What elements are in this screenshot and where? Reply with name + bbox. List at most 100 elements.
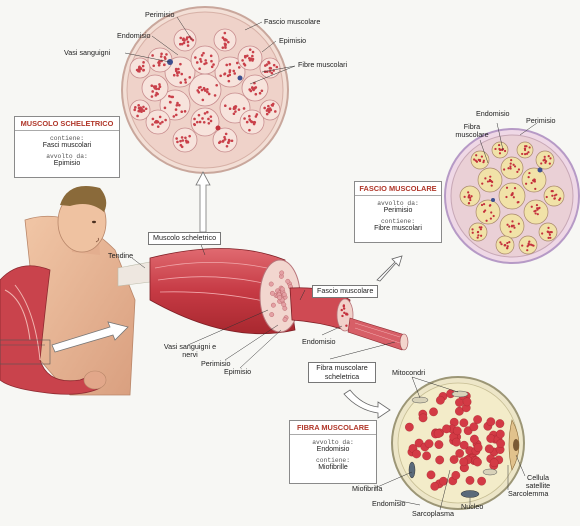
arrow-to-fiber <box>343 389 391 419</box>
box-value-avvolto: Epimisio <box>53 160 81 167</box>
fiber-dot <box>171 95 175 99</box>
fiber-dot <box>205 61 208 65</box>
fiber-dot <box>228 63 232 66</box>
box-value-contiene: Fibre muscolari <box>374 225 422 232</box>
myofibril <box>434 440 444 449</box>
fiber-dot <box>230 139 234 143</box>
blood-vessel-icon <box>537 167 543 173</box>
fiber-dot <box>265 112 269 116</box>
fiber-dot <box>202 51 205 55</box>
fiber-dot <box>248 58 252 62</box>
label-vasi-sanguigni-top: Vasi sanguigni <box>64 48 111 57</box>
fibers-group <box>459 141 565 255</box>
myofibril-dot <box>504 244 507 247</box>
myofibril-dot <box>485 219 488 222</box>
fascicle-end <box>279 270 285 276</box>
nucleus-icon <box>460 490 480 498</box>
fiber-dot <box>197 91 201 94</box>
myofibril-dot <box>549 236 552 239</box>
fiber-dot <box>163 63 166 67</box>
myofibril <box>433 429 443 439</box>
arrow-from-arm <box>51 321 129 353</box>
fascicle-end <box>270 302 276 308</box>
fiber-dot <box>158 83 161 86</box>
myofibril <box>470 434 479 444</box>
fiber-dot <box>179 139 182 143</box>
myofibril-dot <box>548 233 551 236</box>
fiber-dot <box>248 128 251 132</box>
myofibril-dot <box>479 228 482 231</box>
fiber-dot <box>221 140 225 143</box>
fiber-dot <box>177 71 181 74</box>
myofibril-dot <box>498 152 502 155</box>
myofibril-dot <box>544 161 547 164</box>
box-fibra-muscolare: FIBRA MUSCOLARE avvolto da: Endomisio co… <box>289 420 377 484</box>
label-nucleo: Nucleo <box>461 502 484 511</box>
fiber-dot <box>197 86 201 89</box>
myofibril-dot <box>517 222 520 225</box>
fiber-dot <box>185 36 189 39</box>
label-vasi-sanguigni-nervi: Vasi sanguigni e nervi <box>163 342 217 360</box>
myofibril-dot <box>482 202 486 206</box>
fiber-dot <box>157 61 160 64</box>
myofibril-dot <box>488 178 492 182</box>
fiber-dot <box>180 136 184 139</box>
fiber-dot <box>234 110 237 113</box>
fiber-dot <box>213 94 217 97</box>
fiber-dot <box>135 68 139 72</box>
myofibril-dot <box>533 210 536 213</box>
myofibril-dot <box>489 175 492 178</box>
fiber-dot <box>254 92 258 96</box>
fiber-dot <box>200 88 204 92</box>
fiber-dot <box>159 55 163 58</box>
blood-vessel-icon <box>491 198 495 202</box>
fiber-dot <box>255 113 259 116</box>
fiber-dot <box>180 72 184 76</box>
down-arrow-top <box>195 171 211 233</box>
fiber-dot <box>272 63 276 67</box>
label-endomisio-fascicle: Endomisio <box>476 109 510 118</box>
fiber-leader-lines <box>374 376 526 511</box>
myofibril-dot <box>516 201 519 204</box>
fiber-dot <box>209 54 213 58</box>
myofibril-dot <box>467 191 470 194</box>
fiber-dot <box>198 67 201 71</box>
fiber-dot <box>228 70 232 74</box>
fiber-dot <box>203 89 207 92</box>
myofibril-dot <box>528 240 531 243</box>
fiber-dot <box>237 108 241 111</box>
fascicle-end <box>268 281 274 287</box>
myofibril-dot <box>547 226 550 230</box>
myofibril-dot <box>500 243 503 246</box>
fiber-dot <box>237 66 241 69</box>
fiber-dot <box>194 56 197 59</box>
fiber-dot <box>142 68 146 72</box>
myofibril-dot <box>508 225 511 228</box>
fiber-dot <box>200 54 204 57</box>
myofibril-dot <box>505 195 508 199</box>
fiber-dot <box>197 113 201 117</box>
fiber-dot <box>201 98 205 102</box>
box-value-contiene: Fasci muscolari <box>42 142 92 149</box>
myofibril-dot <box>463 195 466 198</box>
fascicle-end <box>279 286 285 292</box>
fiber-dot <box>182 37 185 40</box>
myofibril <box>477 476 486 486</box>
label-sarcolemma: Sarcolemma <box>508 489 549 498</box>
myofibril-dot <box>513 226 516 229</box>
label-fibra-muscolare-fascicle: Fibra muscolare <box>455 122 489 140</box>
myofibril-dot <box>482 159 485 162</box>
blood-vessel-icon <box>215 125 221 131</box>
myofibril <box>422 451 431 461</box>
myofibril-dot <box>525 145 528 148</box>
human-figure <box>0 186 136 396</box>
label-fascio-muscolare-arm: Fascio muscolare <box>312 285 379 298</box>
fiber-dot <box>137 104 140 107</box>
label-muscolo-scheletrico-arm: Muscolo scheletrico <box>148 232 222 245</box>
muscle-illustration <box>117 248 409 351</box>
myofibril-dot <box>507 167 510 170</box>
fiber-dot <box>210 59 213 63</box>
fiber-dot <box>244 55 247 59</box>
myofibril <box>451 470 461 480</box>
fiber-dot <box>199 57 202 61</box>
